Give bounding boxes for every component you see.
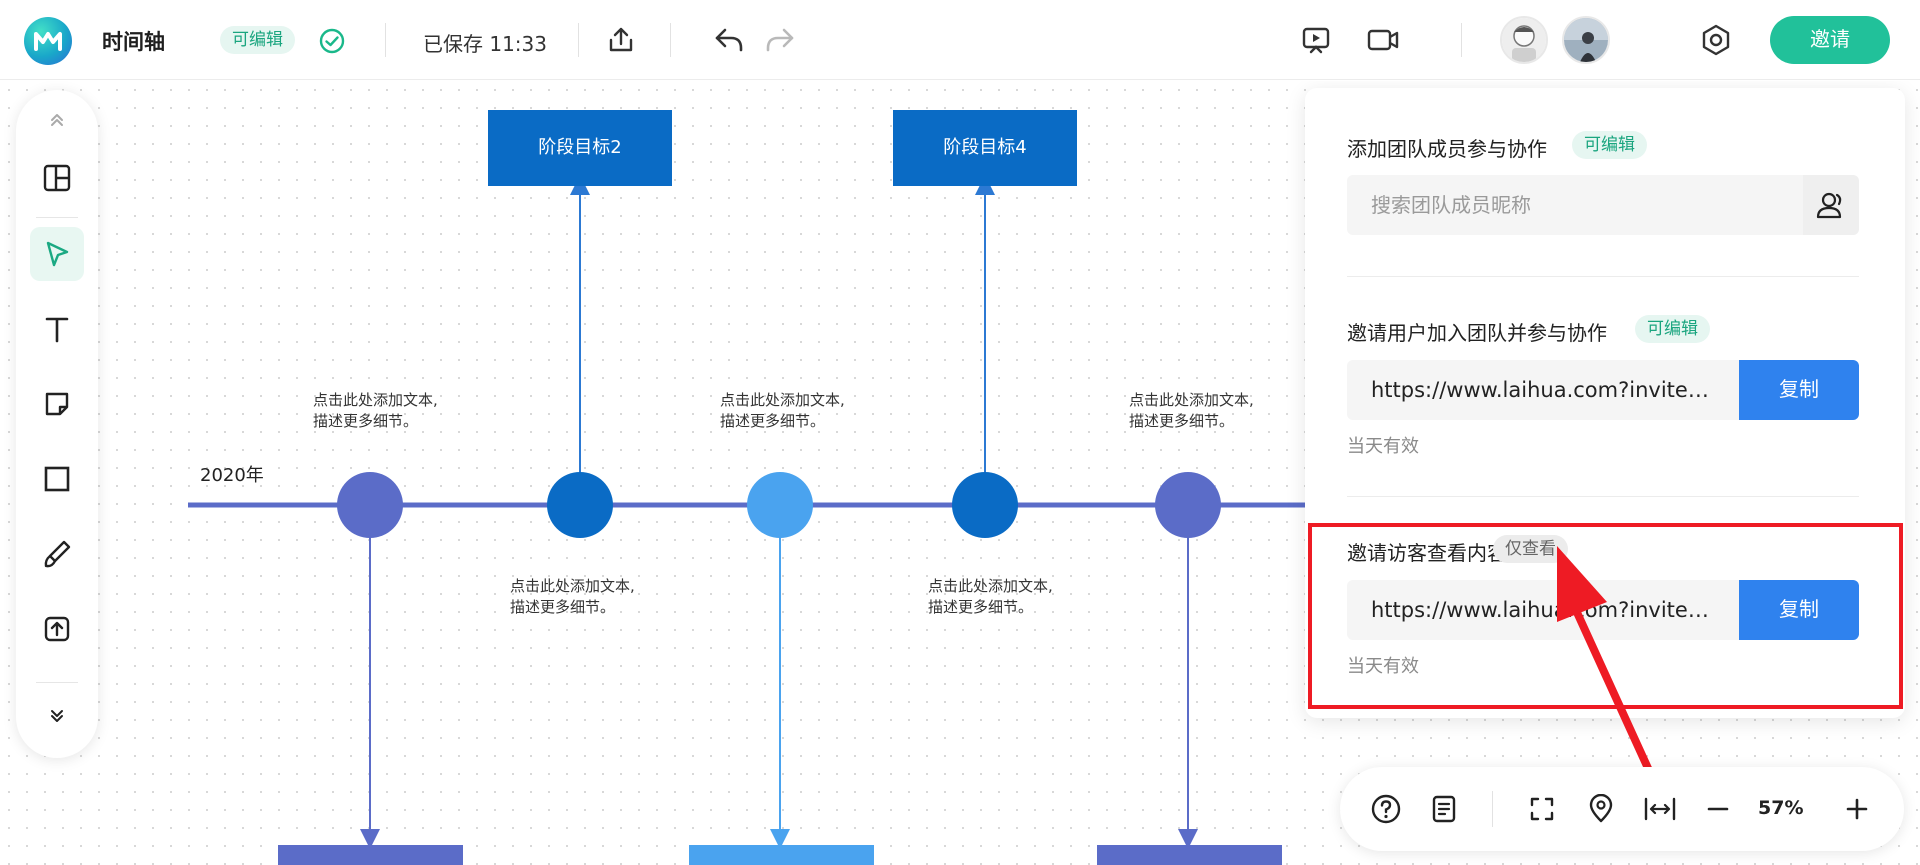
share-panel: 添加团队成员参与协作 可编辑 邀请用户加入团队并参与协作 可编辑 https:/… (1305, 88, 1905, 718)
divider (385, 23, 386, 57)
link-validity: 当天有效 (1347, 656, 1419, 677)
help-icon[interactable] (1368, 791, 1404, 827)
text-note[interactable]: 点击此处添加文本, 描述更多细节。 (1129, 390, 1254, 432)
team-member-title: 添加团队成员参与协作 (1347, 137, 1547, 161)
link-validity: 当天有效 (1347, 436, 1419, 457)
select-pointer-tool-icon[interactable] (30, 227, 84, 281)
text-tool-icon[interactable] (30, 302, 84, 356)
avatar[interactable] (1500, 16, 1548, 64)
avatar[interactable] (1562, 16, 1610, 64)
text-note-line: 描述更多细节。 (1129, 412, 1235, 430)
rectangle-tool-icon[interactable] (30, 452, 84, 506)
export-icon[interactable] (603, 22, 639, 58)
check-circle-icon (318, 27, 346, 59)
text-note-line: 描述更多细节。 (510, 598, 616, 616)
team-invite-link[interactable]: https://www.laihua.com?inviteTy... (1347, 360, 1739, 420)
goal-box-2[interactable]: 阶段目标2 (538, 137, 622, 158)
edit-permission-badge: 可编辑 (220, 26, 295, 54)
invite-button[interactable]: 邀请 (1770, 16, 1890, 64)
pen-tool-icon[interactable] (30, 527, 84, 581)
guest-invite-link[interactable]: https://www.laihua.com?inviteTy... (1347, 580, 1739, 640)
settings-hexagon-icon[interactable] (1698, 22, 1734, 58)
copy-team-link-button[interactable]: 复制 (1739, 360, 1859, 420)
undo-icon[interactable] (711, 22, 747, 58)
edit-permission-badge[interactable]: 可编辑 (1635, 315, 1710, 343)
save-status: 已保存 11:33 (423, 32, 547, 56)
view-only-badge[interactable]: 仅查看 (1493, 535, 1568, 563)
sticky-note-tool-icon[interactable] (30, 377, 84, 431)
zoom-out-icon[interactable] (1700, 791, 1736, 827)
fullscreen-icon[interactable] (1524, 791, 1560, 827)
bottom-controls: 57% (1340, 767, 1904, 851)
divider (1492, 791, 1493, 827)
text-note-line: 点击此处添加文本, (313, 391, 438, 409)
document-title[interactable]: 时间轴 (102, 30, 165, 54)
timeline-node[interactable]: 08 (569, 434, 591, 454)
presentation-play-icon[interactable] (1298, 22, 1334, 58)
invite-team-title: 邀请用户加入团队并参与协作 (1347, 321, 1607, 345)
divider (578, 23, 579, 57)
top-bar: 时间轴 可编辑 已保存 11:33 邀请 (0, 0, 1920, 80)
goal-box-4[interactable]: 阶段目标4 (943, 137, 1027, 158)
redo-icon[interactable] (762, 22, 798, 58)
member-search-field (1347, 175, 1859, 235)
text-note[interactable]: 点击此处添加文本, 描述更多细节。 (928, 576, 1053, 618)
divider (1347, 276, 1859, 277)
text-note-line: 点击此处添加文本, (928, 577, 1053, 595)
text-note-line: 描述更多细节。 (928, 598, 1034, 616)
team-members-icon[interactable] (1803, 175, 1859, 235)
divider (36, 217, 78, 218)
divider (36, 682, 78, 683)
video-record-icon[interactable] (1365, 22, 1401, 58)
divider (1461, 23, 1462, 57)
whiteboard-canvas[interactable]: 阶段目标2 阶段目标4 07 08 09 10 11 2020年 点击此处添加文… (0, 81, 1920, 865)
year-label[interactable]: 2020年 (200, 465, 264, 486)
divider (1347, 496, 1859, 497)
zoom-in-icon[interactable] (1839, 791, 1875, 827)
text-note[interactable]: 点击此处添加文本, 描述更多细节。 (313, 390, 438, 432)
text-note[interactable]: 点击此处添加文本, 描述更多细节。 (720, 390, 845, 432)
timeline-node[interactable]: 09 (769, 434, 791, 454)
notes-list-icon[interactable] (1426, 791, 1462, 827)
copy-guest-link-button[interactable]: 复制 (1739, 580, 1859, 640)
edit-permission-badge[interactable]: 可编辑 (1572, 131, 1647, 159)
location-pin-icon[interactable] (1583, 791, 1619, 827)
timeline-diagram (188, 110, 1305, 865)
zoom-level[interactable]: 57% (1758, 797, 1804, 819)
upload-tool-icon[interactable] (30, 602, 84, 656)
expand-down-icon[interactable] (30, 694, 84, 738)
member-search-input[interactable] (1347, 175, 1859, 235)
divider (670, 23, 671, 57)
collapse-up-icon[interactable] (30, 98, 84, 142)
templates-tool-icon[interactable] (30, 151, 84, 205)
text-note-line: 点击此处添加文本, (720, 391, 845, 409)
timeline-node[interactable]: 10 (974, 434, 996, 454)
timeline-node[interactable]: 07 (359, 434, 381, 454)
text-note-line: 描述更多细节。 (720, 412, 826, 430)
invite-guest-title: 邀请访客查看内容 (1347, 541, 1507, 565)
text-note-line: 描述更多细节。 (313, 412, 419, 430)
timeline-node[interactable]: 11 (1177, 434, 1199, 454)
text-note-line: 点击此处添加文本, (1129, 391, 1254, 409)
text-note[interactable]: 点击此处添加文本, 描述更多细节。 (510, 576, 635, 618)
text-note-line: 点击此处添加文本, (510, 577, 635, 595)
fit-width-icon[interactable] (1642, 791, 1678, 827)
annotation-arrow-icon (1557, 546, 1661, 792)
left-toolbar (16, 90, 98, 758)
app-logo-icon[interactable] (24, 17, 72, 65)
